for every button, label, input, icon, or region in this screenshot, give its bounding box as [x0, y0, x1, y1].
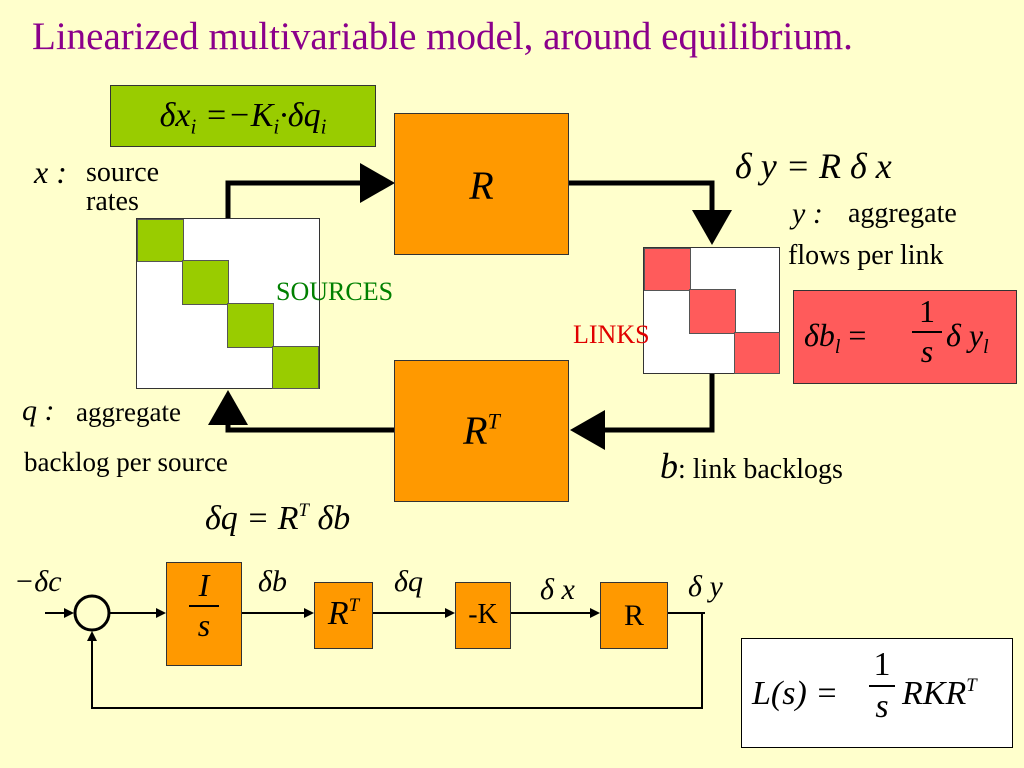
link-cell: [734, 332, 780, 374]
eq-link-eq: =: [848, 317, 867, 353]
flow-equation: δ y = R δ x: [735, 146, 892, 186]
x-text-line1: source: [86, 157, 160, 188]
y-text-line2: flows per link: [788, 240, 944, 271]
arrow-RT-to-sources: [208, 390, 395, 433]
RT-block-label: RT: [395, 407, 568, 454]
eq-link-lhs-sub: l: [834, 335, 841, 358]
bd-dx-label: δ x: [540, 573, 575, 606]
eq-link-rhs: δ y: [946, 317, 984, 353]
sources-matrix: [136, 218, 320, 389]
bd-RT-sup: T: [348, 595, 360, 616]
eq-q-sup: T: [298, 500, 309, 521]
q-variable: q :: [22, 394, 55, 427]
RT-sup: T: [487, 408, 500, 434]
eq-src-q-sub: i: [320, 114, 327, 139]
eq-link-lhs: δb: [804, 317, 835, 353]
q-text-line1: aggregate: [76, 397, 181, 427]
q-text-line2: backlog per source: [24, 447, 228, 477]
eq-link-fraction: 1 s: [912, 293, 942, 369]
y-variable: y :: [792, 197, 823, 230]
loop-gain-equation: L(s) = 1 s RKRT: [741, 638, 1013, 748]
integrator-den: s: [197, 606, 211, 643]
b-label: b: link backlogs: [660, 445, 843, 487]
loop-gain-den: s: [875, 687, 889, 725]
eq-link-num: 1: [919, 293, 935, 329]
integrator-block: I s: [166, 562, 242, 666]
eq-link-rhs-sub: l: [983, 335, 989, 358]
links-label: LINKS: [573, 320, 650, 349]
R-block-label: R: [469, 163, 494, 208]
loop-gain-lhs: L(s) =: [752, 675, 839, 712]
bd-RT-block: RT: [314, 582, 373, 649]
sources-label: SOURCES: [276, 277, 394, 306]
source-cell: [137, 219, 184, 262]
source-cell: [227, 303, 274, 348]
link-cell: [644, 248, 691, 291]
bd-R-label: R: [623, 599, 644, 632]
bd-dy-label: δ y: [688, 570, 723, 603]
loop-gain-fraction: 1 s: [869, 647, 895, 724]
integrator-fraction: I s: [189, 567, 219, 643]
y-text-line1: aggregate: [848, 198, 957, 229]
eq-q-rhs: δb: [308, 500, 351, 538]
source-cell: [272, 346, 319, 389]
bd-dq-label: δq: [394, 565, 423, 598]
x-variable: x :: [34, 154, 67, 190]
arrow-R-to-links: [568, 180, 732, 245]
RT-base: R: [463, 408, 488, 453]
arrow-links-to-RT: [570, 373, 715, 450]
eq-src-k-sub: i: [273, 114, 280, 139]
eq-q-lhs: δq = R: [205, 500, 299, 538]
summing-junction: [73, 594, 111, 632]
eq-src-lhs: δx: [159, 97, 191, 134]
links-matrix: [643, 247, 780, 374]
b-text: : link backlogs: [678, 454, 843, 485]
routing-transpose-block: RT: [394, 360, 569, 502]
x-text-line2: rates: [86, 186, 139, 217]
b-variable: b: [660, 446, 678, 486]
link-backlog-equation: δbl = 1 s δ yl: [793, 290, 1017, 384]
eq-src-eq: =−K: [204, 97, 274, 134]
integrator-num: I: [198, 567, 210, 603]
source-law-equation: δxi =−Ki·δqi: [110, 85, 376, 147]
bd-negK-label: -K: [468, 599, 498, 630]
link-cell: [689, 289, 736, 334]
page-title: Linearized multivariable model, around e…: [32, 15, 853, 58]
arrow-sources-to-R: [225, 163, 395, 218]
bd-RT-base: R: [327, 595, 349, 633]
bd-db-label: δb: [258, 565, 287, 598]
bd-input-label: −δc: [14, 565, 62, 598]
loop-gain-sup: T: [966, 675, 977, 696]
loop-gain-num: 1: [873, 646, 891, 683]
bd-R-block: R: [600, 582, 668, 649]
bd-negK-block: -K: [455, 582, 511, 649]
routing-matrix-R-block: R: [394, 113, 569, 255]
eq-link-den: s: [920, 332, 934, 369]
eq-src-lhs-sub: i: [190, 114, 197, 139]
loop-gain-rhs: RKR: [902, 675, 967, 713]
source-cell: [182, 260, 229, 305]
eq-src-dot: ·δq: [279, 97, 321, 134]
backlog-equation: δq = RT δb: [205, 500, 350, 538]
